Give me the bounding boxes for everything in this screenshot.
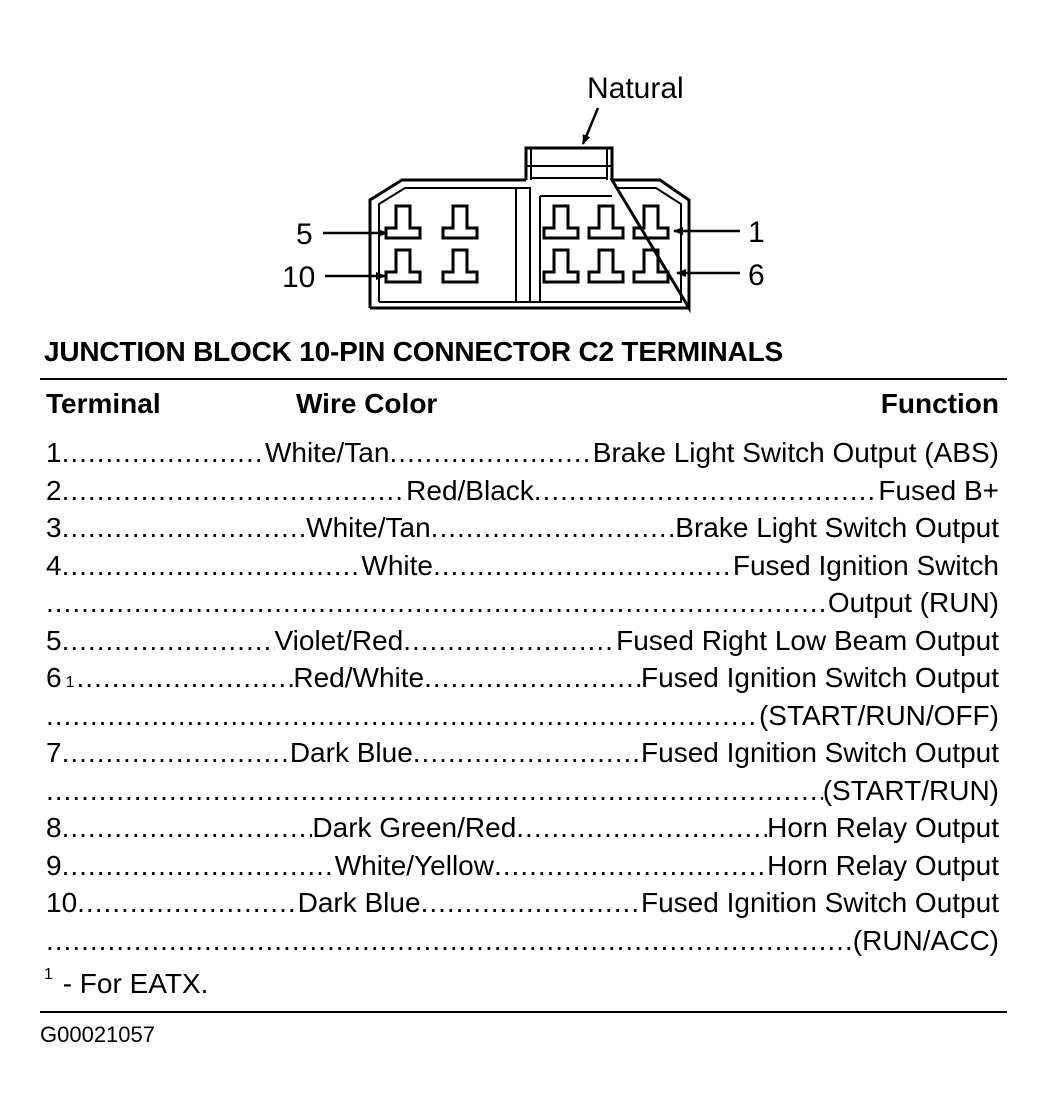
terminal-number: 10: [46, 887, 78, 918]
table-row-terminal-5: 5 Violet/Red Fused Right Low Beam Output: [46, 622, 999, 660]
table-row-terminal-10: 10 Dark Blue Fused Ignition Switch Outpu…: [46, 884, 999, 922]
function-text: Horn Relay Output: [767, 812, 999, 843]
natural-arrow: [581, 107, 600, 145]
pin-label-1: 1: [748, 216, 765, 249]
function-text: (RUN/ACC): [852, 924, 999, 956]
function-text: Fused Ignition Switch: [732, 549, 999, 581]
title-divider: [40, 378, 1007, 380]
wire-color: Dark Blue: [289, 737, 413, 768]
wire-color: Dark Blue: [297, 887, 421, 918]
function-text: Fused Ignition Switch Output: [641, 887, 999, 918]
pin-2: [587, 204, 625, 240]
pin-5: [384, 204, 422, 240]
wire-color: White: [361, 549, 433, 581]
function-text: Fused B+: [878, 474, 999, 506]
function-text: Output (RUN): [827, 587, 999, 618]
terminal-number: 6: [46, 662, 62, 693]
table-row-terminal-9: 9 White/Yellow Horn Relay Output: [46, 847, 999, 885]
table-row-terminal-6: 6 1 Red/White Fused Ignition Switch Outp…: [46, 659, 999, 697]
terminal-number: 4: [46, 549, 62, 581]
pin-1: [632, 204, 670, 240]
table-row-terminal-1: 1 White/Tan Brake Light Switch Output (A…: [46, 434, 999, 472]
footer-divider: [40, 1011, 1007, 1013]
function-text: Horn Relay Output: [767, 849, 999, 881]
function-text: Brake Light Switch Output: [675, 512, 999, 543]
wire-color: White/Tan: [306, 512, 431, 543]
table-row-terminal-2: 2 Red/Black Fused B+: [46, 472, 999, 510]
natural-label: Natural: [587, 72, 684, 105]
footnote-marker: 1: [65, 674, 75, 691]
table-row-terminal-8: 8 Dark Green/Red Horn Relay Output: [46, 809, 999, 847]
table-title: JUNCTION BLOCK 10-PIN CONNECTOR C2 TERMI…: [44, 336, 783, 367]
pin-8: [542, 248, 580, 284]
pin-3: [542, 204, 580, 240]
function-text: Brake Light Switch Output (ABS): [592, 437, 999, 468]
table-row-continuation: (START/RUN): [46, 772, 999, 810]
pin-4: [441, 204, 479, 240]
connector-diagram: Natural 5 10 1 6: [282, 72, 765, 314]
column-header-wire-color: Wire Color: [296, 388, 438, 419]
figure-id: G00021057: [40, 1022, 155, 1047]
terminal-number: 3: [46, 512, 62, 543]
function-text: (START/RUN/OFF): [758, 699, 999, 731]
footnote-mark: 1: [44, 966, 53, 983]
column-header-function: Function: [880, 388, 999, 419]
pin-9: [441, 248, 479, 284]
table-row-terminal-4: 4 White Fused Ignition Switch: [46, 547, 999, 585]
wire-color: White/Yellow: [334, 849, 494, 881]
column-header-terminal: Terminal: [46, 388, 161, 419]
pin-10: [384, 248, 422, 284]
wire-color: Dark Green/Red: [312, 812, 517, 843]
function-text: Fused Ignition Switch Output: [641, 662, 999, 693]
pin-label-6: 6: [748, 259, 765, 292]
table-row-continuation: Output (RUN): [46, 584, 999, 622]
wire-color: Red/Black: [406, 474, 534, 506]
table-row-continuation: (RUN/ACC): [46, 922, 999, 960]
terminal-number: 8: [46, 812, 62, 843]
table-row-terminal-7: 7 Dark Blue Fused Ignition Switch Output: [46, 734, 999, 772]
function-text: Fused Right Low Beam Output: [616, 624, 999, 656]
connector-latch: [524, 146, 614, 180]
pin-label-5: 5: [296, 218, 313, 251]
wire-color: White/Tan: [264, 437, 390, 468]
pin-label-10: 10: [282, 261, 315, 294]
terminal-table: 1 White/Tan Brake Light Switch Output (A…: [46, 434, 999, 959]
terminal-number: 2: [46, 474, 62, 506]
function-text: Fused Ignition Switch Output: [641, 737, 999, 768]
terminal-number: 5: [46, 624, 62, 656]
terminal-number: 7: [46, 737, 62, 768]
connector-housing: [368, 178, 691, 314]
terminal-number: 1: [46, 437, 62, 468]
terminal-number: 9: [46, 849, 62, 881]
table-row-continuation: (START/RUN/OFF): [46, 697, 999, 735]
pin-7: [587, 248, 625, 284]
table-row-terminal-3: 3 White/Tan Brake Light Switch Output: [46, 509, 999, 547]
footnote: 1 - For EATX.: [44, 966, 208, 1000]
wire-color: Red/White: [293, 662, 425, 693]
footnote-text: - For EATX.: [62, 968, 209, 999]
function-text: (START/RUN): [822, 774, 999, 806]
wire-color: Violet/Red: [274, 624, 404, 656]
